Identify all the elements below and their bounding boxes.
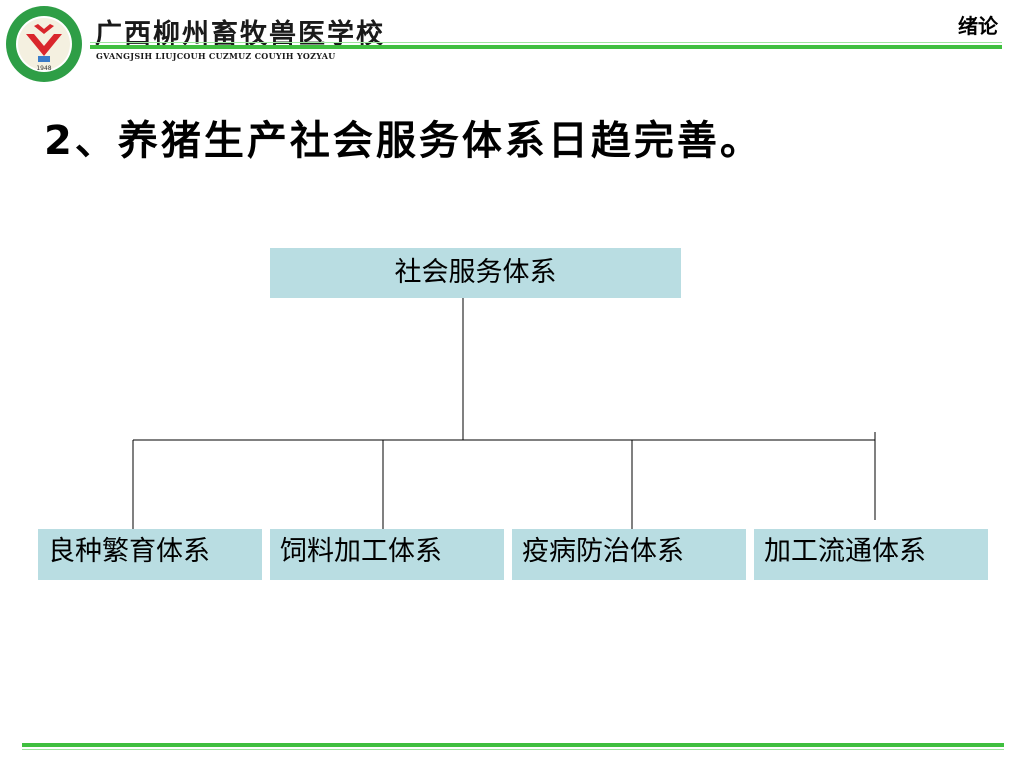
diagram-child-node-feed: 饲料加工体系 bbox=[270, 529, 504, 580]
diagram-child-label: 良种繁育体系 bbox=[48, 536, 210, 567]
diagram-child-label: 疫病防治体系 bbox=[522, 536, 684, 567]
school-logo: 1948 bbox=[4, 4, 84, 84]
header-divider bbox=[90, 45, 1002, 49]
diagram-child-label: 加工流通体系 bbox=[764, 536, 926, 567]
diagram-child-label: 饲料加工体系 bbox=[280, 536, 442, 567]
footer-divider-thin bbox=[22, 749, 1004, 750]
school-name: 广西柳州畜牧兽医学校 bbox=[95, 19, 385, 50]
diagram-child-node-breeding: 良种繁育体系 bbox=[38, 529, 262, 580]
svg-text:1948: 1948 bbox=[36, 65, 51, 72]
diagram-child-node-disease: 疫病防治体系 bbox=[512, 529, 746, 580]
school-name-english: GVANGJSIH LIUJCOUH CUZMUZ COUYIH YOZYAU bbox=[96, 51, 336, 61]
section-label: 绪论 bbox=[958, 14, 998, 38]
header-divider-thin bbox=[90, 42, 1002, 43]
footer-divider bbox=[22, 743, 1004, 747]
diagram-child-node-processing: 加工流通体系 bbox=[754, 529, 988, 580]
diagram-root-node: 社会服务体系 bbox=[270, 248, 681, 298]
slide-title: 2、养猪生产社会服务体系日趋完善。 bbox=[44, 118, 763, 164]
